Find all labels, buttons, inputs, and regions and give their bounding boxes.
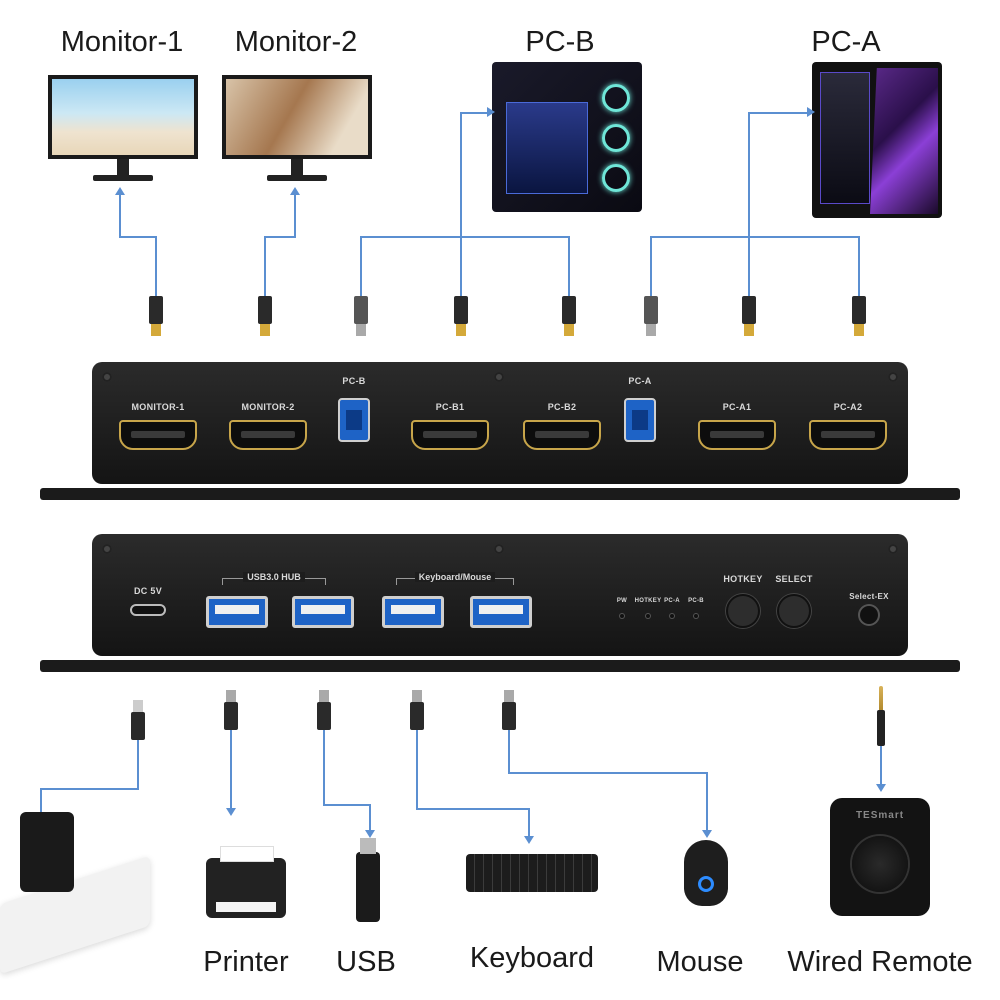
arrow-icon bbox=[702, 830, 712, 838]
dc-5v-port[interactable] bbox=[130, 604, 166, 616]
audio-plug-icon bbox=[877, 686, 885, 746]
printer-label: Printer bbox=[203, 946, 289, 978]
pc-a-label: PC-A bbox=[811, 26, 881, 58]
led-label-pw: PW bbox=[616, 598, 628, 604]
fan-icon bbox=[602, 164, 630, 192]
select-label: SELECT bbox=[775, 574, 813, 584]
port-label-pc-b: PC-B bbox=[342, 376, 366, 386]
arrow-icon bbox=[524, 836, 534, 844]
logo-icon bbox=[698, 876, 714, 892]
hdmi-port-monitor-2[interactable] bbox=[229, 420, 307, 450]
hdmi-port-pc-b2[interactable] bbox=[523, 420, 601, 450]
keyboard-label: Keyboard bbox=[469, 942, 595, 974]
keyboard bbox=[466, 854, 598, 892]
monitor-1 bbox=[48, 75, 198, 185]
select-ex-label: Select-EX bbox=[849, 592, 889, 601]
hdmi-port-pc-a2[interactable] bbox=[809, 420, 887, 450]
arrow-icon bbox=[290, 187, 300, 195]
hotkey-button[interactable] bbox=[726, 594, 760, 628]
usb-c-plug-icon bbox=[131, 700, 145, 740]
led-pc-b bbox=[694, 614, 698, 618]
hdmi-port-monitor-1[interactable] bbox=[119, 420, 197, 450]
usb-hub-label: USB3.0 HUB bbox=[243, 572, 305, 582]
keyboard-mouse-bracket: Keyboard/Mouse bbox=[396, 572, 514, 585]
usb-drive bbox=[356, 838, 380, 922]
usb-hub-port-2[interactable] bbox=[292, 596, 354, 628]
mouse bbox=[684, 840, 728, 906]
led-label-pc-b: PC-B bbox=[688, 598, 704, 604]
pc-b-tower bbox=[492, 62, 642, 212]
hdmi-plug-icon bbox=[562, 296, 576, 336]
monitor-1-label: Monitor-1 bbox=[60, 26, 184, 58]
led-label-hotkey: HOTKEY bbox=[634, 598, 662, 604]
kvm-front-panel: DC 5V USB3.0 HUB Keyboard/Mouse PW HOTKE… bbox=[40, 534, 960, 672]
remote-brand: TESmart bbox=[855, 810, 905, 821]
monitor-2 bbox=[222, 75, 372, 185]
monitor-1-screen bbox=[48, 75, 198, 159]
arrow-icon bbox=[365, 830, 375, 838]
kvm-rear-panel: MONITOR-1 MONITOR-2 PC-B PC-B1 PC-B2 PC-… bbox=[40, 362, 960, 500]
arrow-icon bbox=[807, 107, 815, 117]
mouse-label: Mouse bbox=[656, 946, 744, 978]
led-pw bbox=[620, 614, 624, 618]
pc-a-tower bbox=[812, 62, 942, 218]
usb-b-port-pc-b[interactable] bbox=[338, 398, 370, 442]
arrow-icon bbox=[876, 784, 886, 792]
power-adapter bbox=[20, 812, 74, 892]
led-hotkey bbox=[646, 614, 650, 618]
keyboard-mouse-label: Keyboard/Mouse bbox=[414, 572, 496, 582]
fan-icon bbox=[602, 124, 630, 152]
fan-icon bbox=[602, 84, 630, 112]
arrow-icon bbox=[487, 107, 495, 117]
dc-5v-label: DC 5V bbox=[133, 586, 163, 596]
port-label-monitor-1: MONITOR-1 bbox=[131, 402, 185, 412]
port-label-pc-a1: PC-A1 bbox=[722, 402, 752, 412]
usb-label: USB bbox=[336, 946, 396, 978]
usb-b-port-pc-a[interactable] bbox=[624, 398, 656, 442]
wired-remote: TESmart bbox=[830, 798, 930, 916]
port-label-pc-b2: PC-B2 bbox=[547, 402, 577, 412]
port-label-pc-a: PC-A bbox=[628, 376, 652, 386]
usb-hub-port-1[interactable] bbox=[206, 596, 268, 628]
hdmi-plug-icon bbox=[149, 296, 163, 336]
select-ex-jack[interactable] bbox=[860, 606, 878, 624]
printer bbox=[206, 846, 286, 918]
hdmi-plug-icon bbox=[742, 296, 756, 336]
hdmi-plug-icon bbox=[454, 296, 468, 336]
hdmi-port-pc-b1[interactable] bbox=[411, 420, 489, 450]
remote-knob bbox=[852, 836, 908, 892]
led-pc-a bbox=[670, 614, 674, 618]
usb-hub-bracket: USB3.0 HUB bbox=[222, 572, 326, 585]
select-button[interactable] bbox=[777, 594, 811, 628]
usb-plug-icon bbox=[410, 690, 424, 730]
keyboard-port[interactable] bbox=[382, 596, 444, 628]
usb-plug-icon bbox=[644, 296, 658, 336]
arrow-icon bbox=[115, 187, 125, 195]
usb-plug-icon bbox=[317, 690, 331, 730]
usb-plug-icon bbox=[502, 690, 516, 730]
port-label-pc-b1: PC-B1 bbox=[435, 402, 465, 412]
mouse-port[interactable] bbox=[470, 596, 532, 628]
pc-b-label: PC-B bbox=[525, 26, 595, 58]
usb-plug-icon bbox=[224, 690, 238, 730]
usb-plug-icon bbox=[354, 296, 368, 336]
arrow-icon bbox=[226, 808, 236, 816]
hotkey-label: HOTKEY bbox=[723, 574, 763, 584]
hdmi-plug-icon bbox=[852, 296, 866, 336]
monitor-2-label: Monitor-2 bbox=[234, 26, 358, 58]
monitor-2-screen bbox=[222, 75, 372, 159]
port-label-pc-a2: PC-A2 bbox=[833, 402, 863, 412]
led-label-pc-a: PC-A bbox=[664, 598, 680, 604]
hdmi-plug-icon bbox=[258, 296, 272, 336]
wired-remote-label: Wired Remote bbox=[787, 946, 973, 978]
port-label-monitor-2: MONITOR-2 bbox=[241, 402, 295, 412]
hdmi-port-pc-a1[interactable] bbox=[698, 420, 776, 450]
